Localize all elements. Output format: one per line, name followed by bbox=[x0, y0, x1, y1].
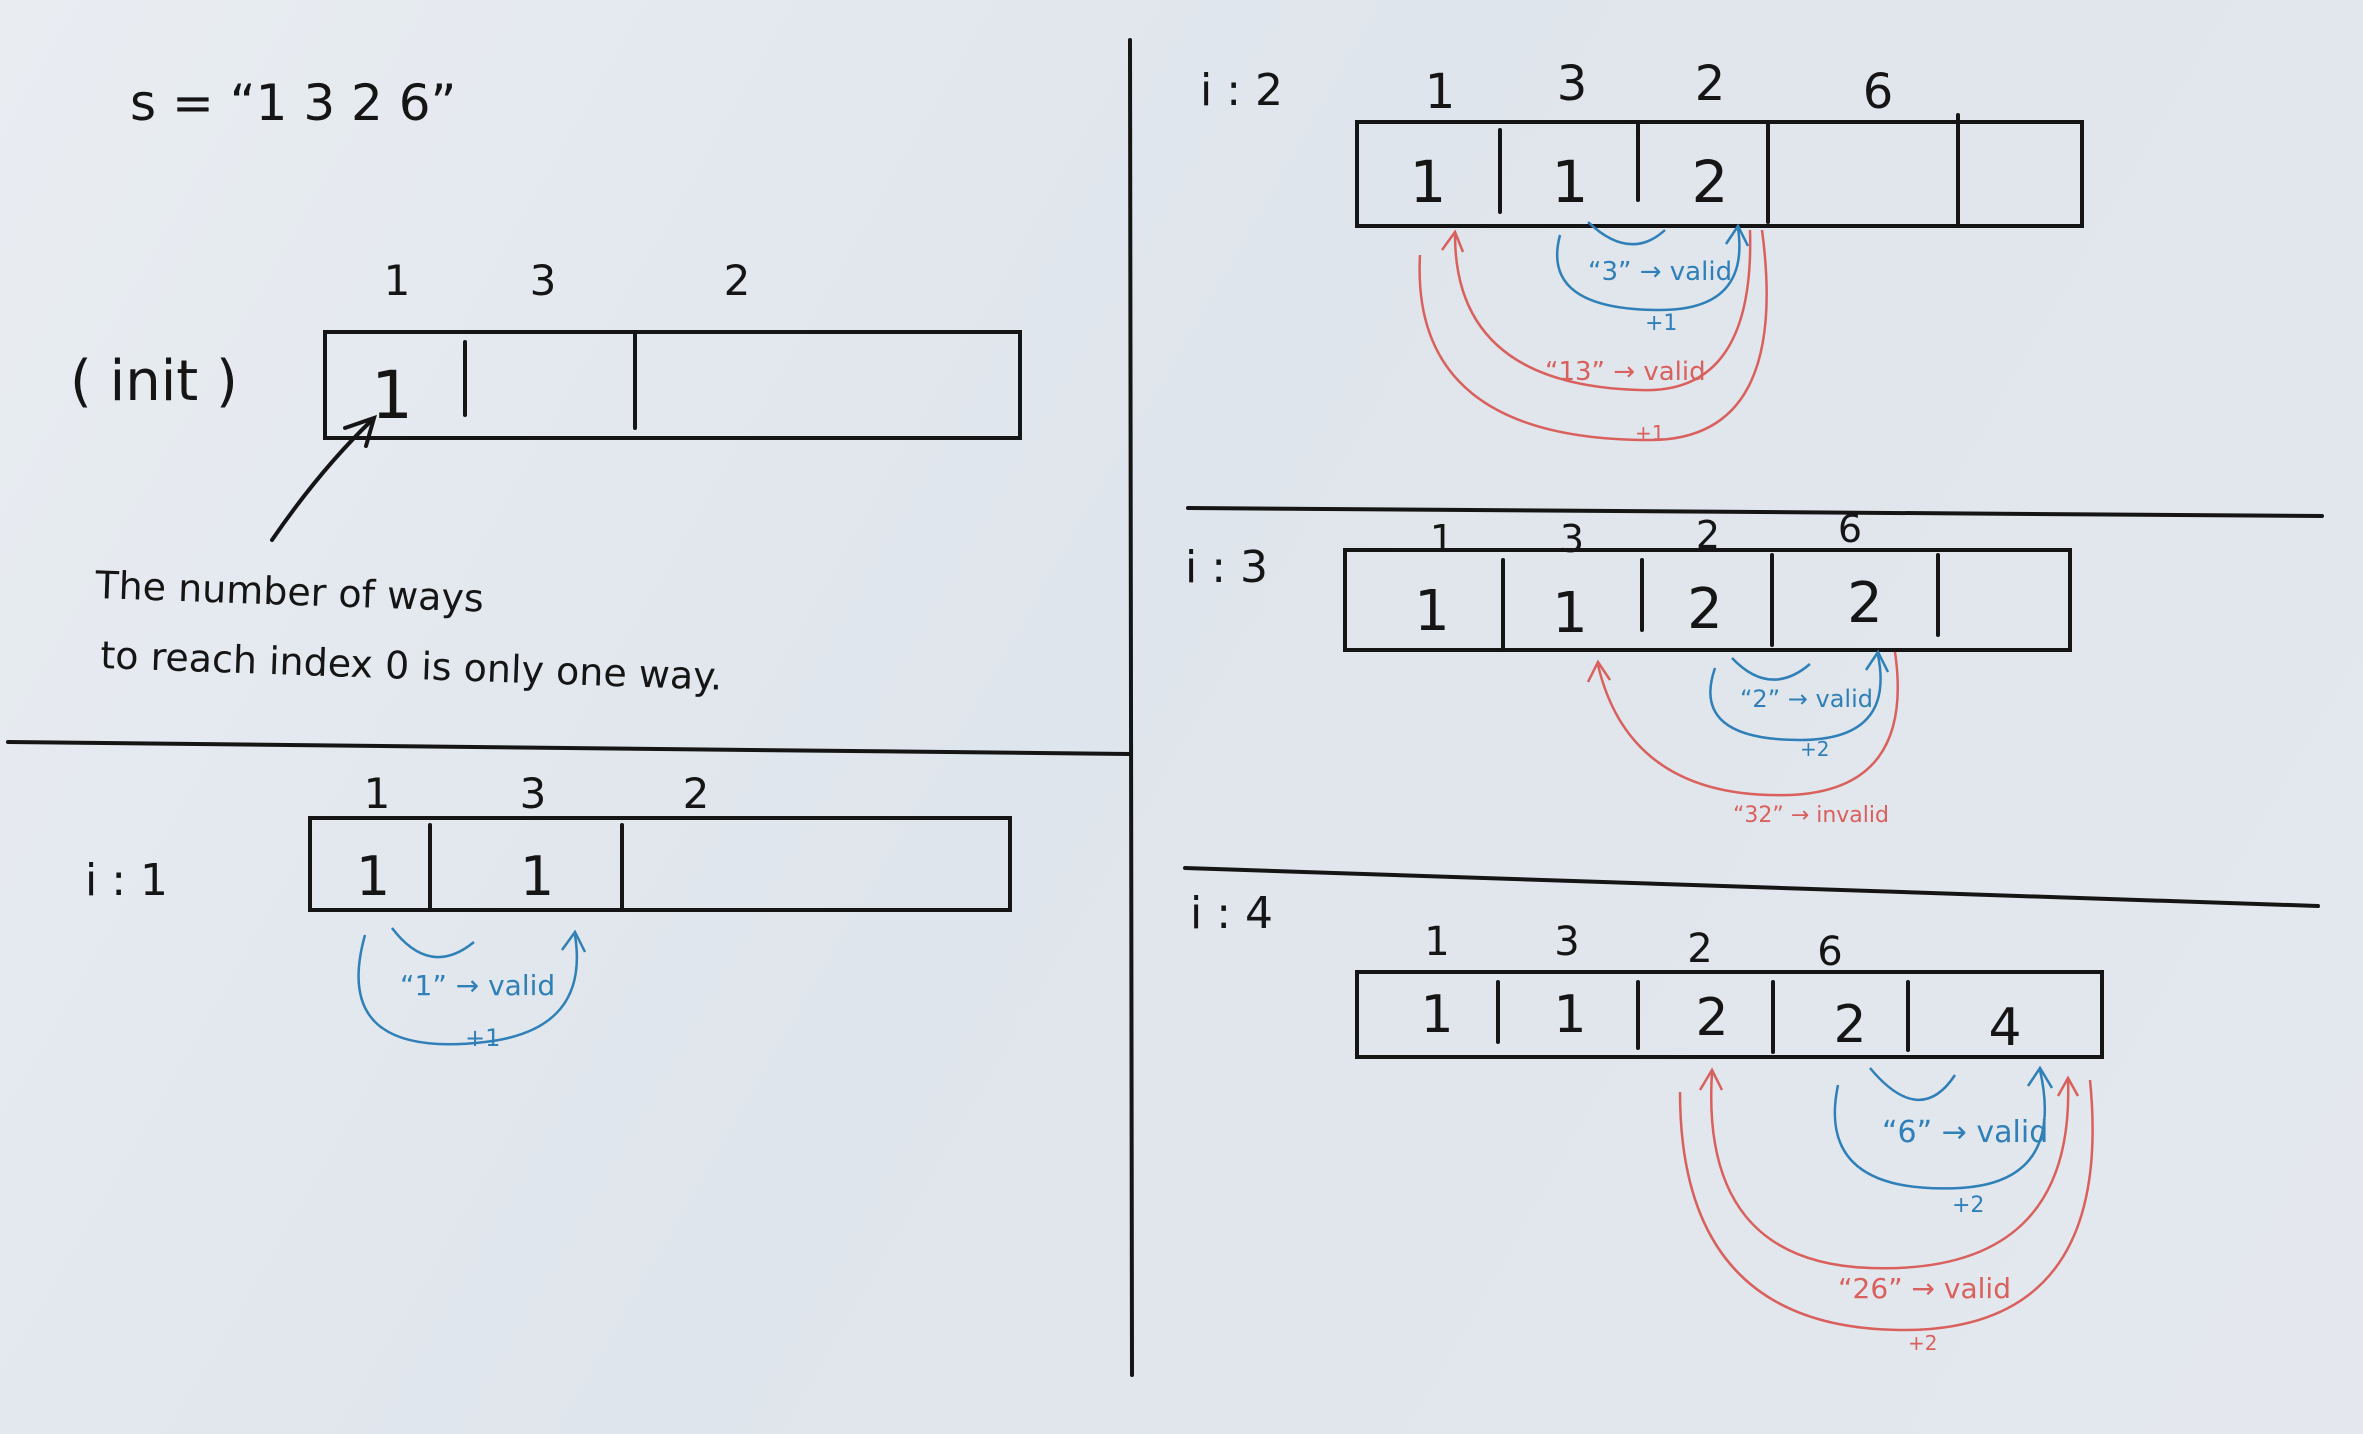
step-4-red-arrow-head bbox=[2056, 1075, 2080, 1097]
step-2-char-2: 3 bbox=[1557, 56, 1588, 112]
step-4-dp-cell-1: 1 bbox=[1553, 985, 1586, 1045]
step-3-char-2: 3 bbox=[1560, 517, 1584, 561]
step-2-blue-inner-arc bbox=[1587, 221, 1666, 246]
step-3-blue-arrow-head bbox=[1864, 649, 1890, 673]
step-1-label: i : 1 bbox=[85, 855, 168, 906]
step-2-section: i : 2 1 3 2 6 1 1 2 “3” → valid +1 “13” … bbox=[1200, 56, 2084, 445]
step-3-blue-outer-arc bbox=[1709, 654, 1882, 742]
step-2-red-mid-arc bbox=[1453, 229, 1752, 392]
init-note-line-2: to reach index 0 is only one way. bbox=[100, 633, 723, 699]
step-1-blue-increment: +1 bbox=[465, 1024, 500, 1052]
step-4-red-arrow-head bbox=[1698, 1067, 1724, 1091]
step-2-red-outer-arc bbox=[1418, 229, 1768, 442]
step-3-blue-annotation: “2” → valid bbox=[1740, 685, 1873, 713]
vertical-divider bbox=[1128, 38, 1134, 1377]
step-1-dp-cell-0: 1 bbox=[356, 845, 390, 908]
step-1-char-3: 2 bbox=[683, 769, 710, 818]
step-1-blue-arrow-head bbox=[560, 929, 587, 953]
init-dp-array bbox=[323, 330, 1022, 440]
step-3-label: i : 3 bbox=[1185, 542, 1268, 593]
step-4-dp-array bbox=[1355, 970, 2104, 1059]
step-1-blue-inner-arc bbox=[391, 927, 475, 959]
step-2-red-increment: +1 bbox=[1635, 421, 1664, 445]
step-2-dp-cell-1: 1 bbox=[1552, 148, 1589, 216]
step-4-dp-cell-2: 2 bbox=[1695, 988, 1728, 1048]
step-3-char-4: 6 bbox=[1838, 507, 1862, 551]
init-label: ( init ) bbox=[70, 349, 238, 414]
step-1-char-1: 1 bbox=[364, 769, 391, 818]
step-4-dp-cell-4: 4 bbox=[1988, 998, 2021, 1058]
step-3-dp-cell-2: 2 bbox=[1687, 577, 1723, 642]
step-4-blue-inner-arc bbox=[1869, 1067, 1957, 1101]
step-4-blue-outer-arc bbox=[1833, 1069, 2046, 1190]
step-1-blue-outer-arc bbox=[357, 934, 579, 1046]
step-3-dp-cell-3: 2 bbox=[1847, 571, 1883, 636]
step-3-dp-array bbox=[1343, 548, 2072, 652]
init-char-1: 1 bbox=[384, 256, 411, 305]
step-4-char-1: 1 bbox=[1424, 919, 1449, 965]
step-2-dp-array bbox=[1355, 120, 2084, 228]
step-3-dp-cell-0: 1 bbox=[1414, 579, 1450, 644]
step-2-dp-cell-0: 1 bbox=[1410, 148, 1447, 216]
step-4-blue-arrow-head bbox=[2026, 1065, 2054, 1089]
step-3-red-arrow-head bbox=[1586, 659, 1612, 683]
init-note-arrow-head bbox=[343, 414, 377, 448]
step-1-dp-array bbox=[308, 816, 1012, 912]
step-2-blue-increment: +1 bbox=[1645, 311, 1677, 336]
step-3-section: i : 3 1 3 2 6 1 1 2 2 “2” → valid +2 “32… bbox=[1185, 507, 2072, 828]
step-2-red-arrow-head bbox=[1440, 229, 1465, 253]
right-divider-bottom bbox=[1183, 866, 2320, 908]
step-4-red-mid-arc bbox=[1709, 1071, 2070, 1270]
step-4-label: i : 4 bbox=[1190, 888, 1273, 939]
init-note-line-1: The number of ways bbox=[94, 563, 485, 621]
step-1-dp-cell-1: 1 bbox=[520, 845, 554, 908]
step-4-blue-increment: +2 bbox=[1952, 1193, 1984, 1218]
step-2-char-4: 6 bbox=[1863, 64, 1894, 120]
step-3-red-annotation: “32” → invalid bbox=[1733, 803, 1889, 828]
step-4-blue-annotation: “6” → valid bbox=[1882, 1115, 2048, 1150]
step-2-blue-outer-arc bbox=[1555, 227, 1741, 312]
step-4-red-outer-arc bbox=[1678, 1079, 2094, 1332]
step-2-char-1: 1 bbox=[1425, 64, 1456, 120]
init-char-2: 3 bbox=[530, 256, 557, 305]
init-char-3: 2 bbox=[724, 256, 751, 305]
step-3-dp-cell-1: 1 bbox=[1552, 581, 1588, 646]
step-4-char-3: 2 bbox=[1687, 926, 1712, 972]
step-4-char-2: 3 bbox=[1554, 919, 1579, 965]
step-2-dp-cell-2: 2 bbox=[1692, 148, 1729, 216]
left-divider bbox=[6, 740, 1132, 756]
step-3-blue-inner-arc bbox=[1731, 657, 1811, 681]
init-note-arrow bbox=[270, 418, 374, 542]
input-string-label: s = “1 3 2 6” bbox=[130, 74, 456, 132]
step-2-char-3: 2 bbox=[1695, 56, 1726, 112]
step-4-dp-cell-0: 1 bbox=[1420, 985, 1453, 1045]
step-2-red-annotation: “13” → valid bbox=[1545, 357, 1706, 387]
step-1-blue-annotation: “1” → valid bbox=[400, 969, 555, 1002]
step-2-blue-arrow-head bbox=[1724, 223, 1750, 247]
step-4-red-increment: +2 bbox=[1908, 1331, 1937, 1355]
step-4-dp-cell-3: 2 bbox=[1833, 995, 1866, 1055]
init-dp-cell-0: 1 bbox=[371, 357, 413, 434]
step-4-red-annotation: “26” → valid bbox=[1838, 1272, 2011, 1305]
step-4-char-4: 6 bbox=[1817, 929, 1842, 975]
step-1-char-2: 3 bbox=[520, 769, 547, 818]
step-3-red-arc bbox=[1596, 651, 1899, 797]
init-section: ( init ) 1 3 2 1 The number of ways to r… bbox=[70, 256, 1022, 699]
step-4-section: i : 4 1 3 2 6 1 1 2 2 4 “6” → valid +2 “… bbox=[1190, 888, 2104, 1355]
right-divider-top bbox=[1186, 506, 2324, 518]
step-2-blue-annotation: “3” → valid bbox=[1588, 257, 1732, 287]
step-1-section: i : 1 1 3 2 1 1 “1” → valid +1 bbox=[85, 769, 1012, 1052]
step-3-char-1: 1 bbox=[1430, 517, 1454, 561]
step-2-label: i : 2 bbox=[1200, 65, 1283, 116]
step-3-blue-increment: +2 bbox=[1800, 737, 1829, 761]
